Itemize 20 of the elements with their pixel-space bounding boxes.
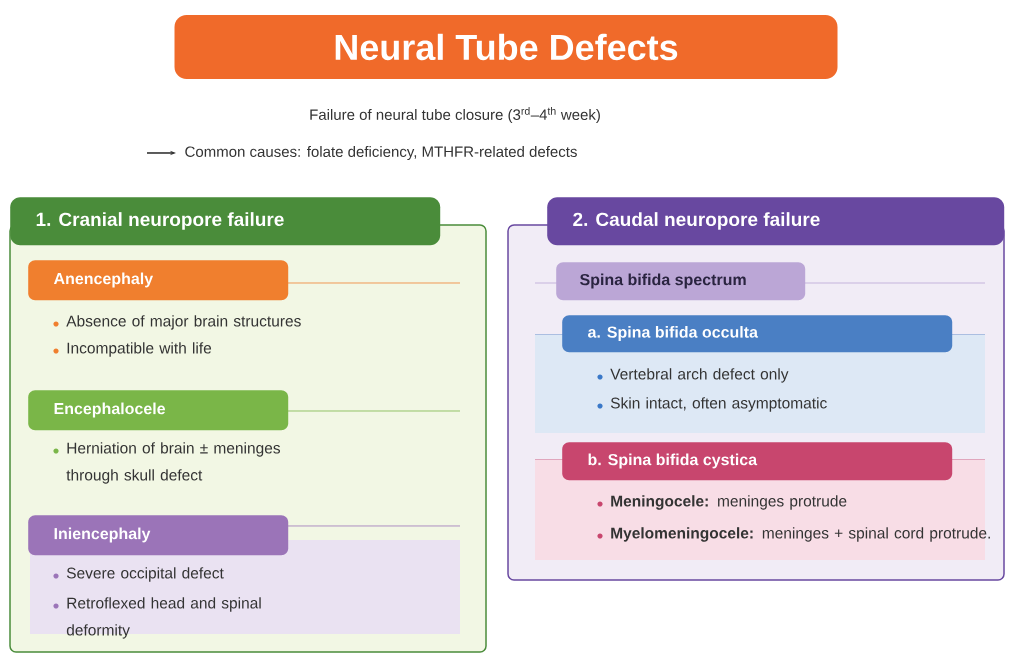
bullet-item: Vertebral arch defect only xyxy=(597,368,789,383)
bullet-item: Absence of major brain structures xyxy=(53,315,301,330)
bullet-item: Herniation of brain ± meninges through skull defect xyxy=(53,442,280,484)
bullet-item: Myelomeningocele: meninges + spinal cord protrude. xyxy=(597,527,990,542)
section-header: Iniencephaly xyxy=(28,515,289,556)
panel-header: 2. Caudal neuropore failure xyxy=(547,197,1005,246)
bullet-item: Meningocele: meninges protrude xyxy=(597,495,847,510)
section-header: b. Spina bifida cystica xyxy=(562,442,953,481)
subtitle: Failure of neural tube closure (3$^{rd}$–4$^{th}$ week) xyxy=(310,107,600,123)
bullet-item: Retroflexed head and spinal deformity xyxy=(53,597,261,639)
section-header: Spina bifida spectrum xyxy=(556,262,806,301)
panel-header: 1. Cranial neuropore failure xyxy=(10,197,441,246)
section-header: Anencephaly xyxy=(28,260,289,301)
title-banner: Neural Tube Defects xyxy=(174,15,838,79)
note-text: Common causes: folate deficiency, MTHFR-related defects xyxy=(185,146,577,160)
bullet-item: Severe occipital defect xyxy=(53,567,224,582)
section-header: Encephalocele xyxy=(28,390,289,431)
bullet-item: Incompatible with life xyxy=(53,342,212,357)
bullet-item: Skin intact, often asymptomatic xyxy=(597,397,827,412)
section-header: a. Spina bifida occulta xyxy=(562,315,953,353)
